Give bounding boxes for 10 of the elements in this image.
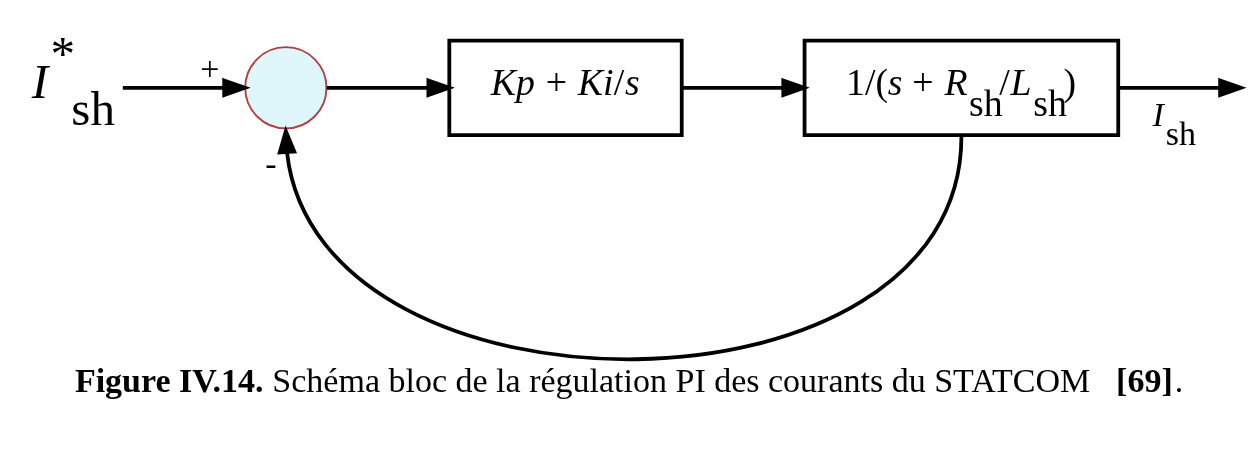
edge-label: -: [265, 144, 277, 182]
arrow: [681, 77, 810, 98]
arrow: [1118, 77, 1247, 98]
arrow: [277, 125, 964, 361]
node-circle: [244, 45, 328, 129]
edge-label: +: [200, 49, 220, 87]
arrow: [122, 77, 251, 98]
node-box: Kp + Ki/s: [447, 38, 684, 137]
caption: Figure IV.14. Schéma bloc de la régulation PI des courants du STATCOM [69].: [74, 361, 1184, 399]
arrow: [326, 77, 455, 98]
